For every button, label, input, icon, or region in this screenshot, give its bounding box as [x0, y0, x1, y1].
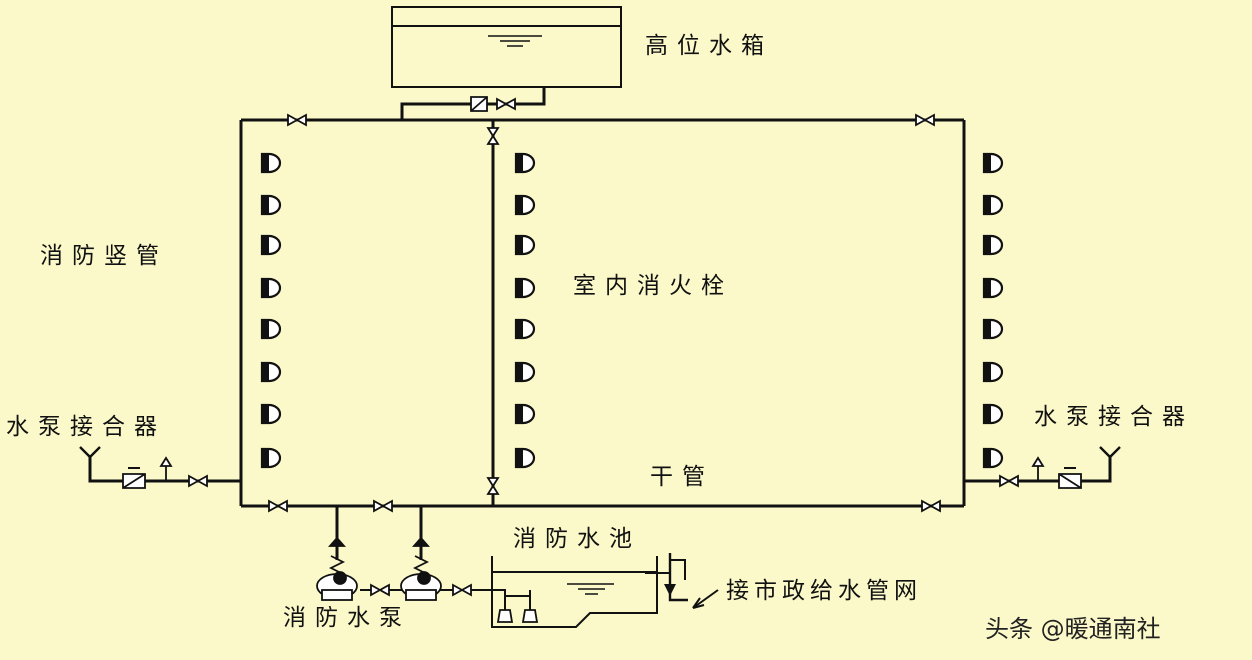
- fire-pumps: [316, 536, 539, 623]
- riser-label: 消防竖管: [40, 243, 168, 269]
- city-main-label: 接市政给水管网: [726, 578, 922, 604]
- fire-pool: [491, 556, 658, 628]
- hydrants-left-riser: [260, 152, 282, 469]
- tank-label: 高位水箱: [645, 33, 773, 59]
- pump-label: 消防水泵: [283, 605, 411, 631]
- main-pipe-label: 干管: [650, 464, 714, 490]
- hydrants-middle-riser: [514, 152, 536, 469]
- hydrants-right-riser: [982, 152, 1004, 469]
- connector-left-label: 水泵接合器: [6, 414, 166, 440]
- watermark: 头条 @暖通南社: [985, 615, 1161, 643]
- pool-label: 消防水池: [513, 526, 641, 552]
- valves: [79, 96, 1121, 596]
- connector-right-label: 水泵接合器: [1034, 404, 1194, 430]
- hydrant-label: 室内消火栓: [573, 273, 733, 299]
- high-tank: [391, 6, 622, 88]
